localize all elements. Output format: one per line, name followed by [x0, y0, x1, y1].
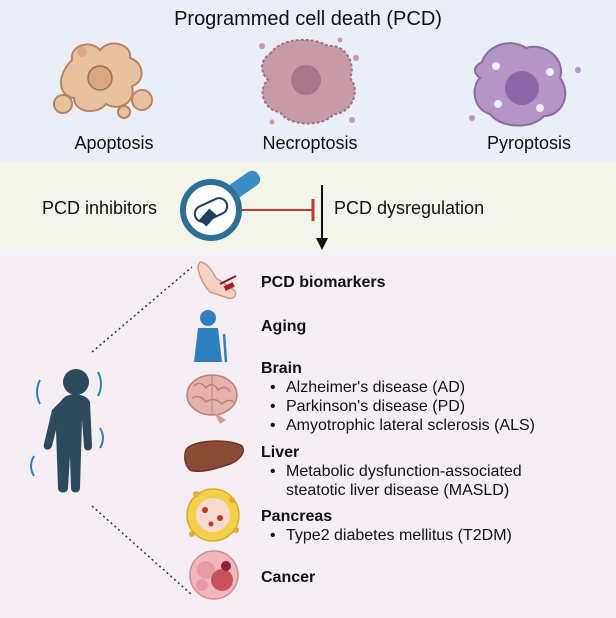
- dotted-connector-top: [91, 266, 193, 353]
- magnifier-pill-icon: [180, 170, 261, 241]
- pcd-dysregulation-label: PCD dysregulation: [334, 198, 485, 218]
- necroptotic-cell-icon: [259, 37, 359, 125]
- pcd-inhibitors-label: PCD inhibitors: [42, 198, 158, 218]
- brain-item-als: •Amyotrophic lateral sclerosis (ALS): [270, 417, 535, 434]
- label-necroptosis: Necroptosis: [262, 133, 358, 153]
- aging-heading: Aging: [261, 318, 307, 335]
- elderly-person-icon: [194, 310, 228, 363]
- brain-item-ad: •Alzheimer's disease (AD): [270, 379, 466, 396]
- dotted-connector-bottom: [91, 505, 193, 596]
- pyroptotic-cell-icon: [469, 42, 581, 127]
- blood-draw-arm-icon: [197, 261, 237, 300]
- liver-item-masld-cont: steatotic liver disease (MASLD): [286, 482, 510, 499]
- brain-icon: [186, 374, 238, 424]
- label-pyroptosis: Pyroptosis: [486, 133, 572, 153]
- pancreas-heading: Pancreas: [261, 508, 333, 525]
- apoptotic-cell-icon: [53, 42, 153, 119]
- regulation-panel: [0, 162, 616, 250]
- patient-figure-icon: [30, 369, 104, 493]
- liver-icon: [184, 440, 244, 473]
- brain-item-pd: •Parkinson's disease (PD): [270, 398, 466, 415]
- tumor-icon: [189, 550, 239, 600]
- liver-heading: Liver: [261, 444, 300, 461]
- pcd-biomarkers-heading: PCD biomarkers: [261, 274, 386, 291]
- label-apoptosis: Apoptosis: [74, 133, 154, 153]
- liver-item-masld: •Metabolic dysfunction-associated: [270, 463, 522, 480]
- pancreas-islet-icon: [186, 488, 240, 542]
- cancer-heading: Cancer: [261, 569, 316, 586]
- pancreas-item-t2dm: •Type2 diabetes mellitus (T2DM): [270, 527, 512, 544]
- brain-heading: Brain: [261, 360, 302, 377]
- page-title: Programmed cell death (PCD): [174, 8, 442, 30]
